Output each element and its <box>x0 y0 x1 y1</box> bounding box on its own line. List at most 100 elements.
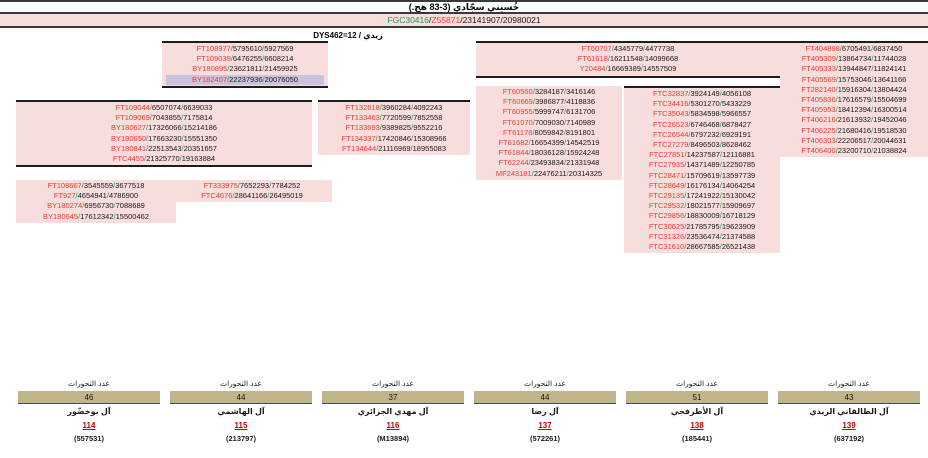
snp-token: 4345779 <box>613 44 644 53</box>
snp-token: 16718129 <box>721 211 756 221</box>
snp-token: / <box>640 64 644 74</box>
snp-row: FT61682/16654399/14542519 <box>480 138 618 148</box>
snp-row: MF243181/22476211/20314325 <box>480 169 618 179</box>
snp-token: FT133463 <box>345 113 380 123</box>
snp-token: 23621811 <box>229 64 263 74</box>
snp-token: / <box>871 115 874 125</box>
snp-token: 8059842 <box>534 127 564 137</box>
snp-row: FT405309/13864734/11744028 <box>784 54 924 64</box>
snp-token: / <box>835 115 838 125</box>
snp-token: / <box>532 127 535 137</box>
snp-token: / <box>719 221 722 231</box>
snp-row: FT132618/3960284/4092243 <box>322 103 466 113</box>
snp-token: 22237936 <box>229 74 263 84</box>
snp-token: / <box>688 129 691 139</box>
snp-row: FTC28471/15709619/13597739 <box>628 171 776 181</box>
snp-row: BY182407/22237936/20076050 <box>166 74 324 85</box>
snp-token: 15753046 <box>838 74 872 84</box>
family-name: آل الطالقاني الزيدي <box>809 407 889 416</box>
snp-token: FT134337 <box>341 133 376 143</box>
family-name: آل الأطرفجي <box>670 407 724 416</box>
snp-token: 6507074 <box>151 103 182 112</box>
snp-row: Y20484/16669389/14557509 <box>480 64 776 74</box>
snp-token: FT60560 <box>502 87 533 96</box>
snp-token: 8628462 <box>721 140 752 150</box>
snp-token: / <box>871 44 874 53</box>
snp-token: 4477738 <box>645 44 675 53</box>
snp-token: 15500462 <box>115 211 149 221</box>
snp-token: / <box>82 201 85 211</box>
snp-token: / <box>720 150 723 160</box>
snp-token: FT134644 <box>341 143 377 153</box>
snp-token: 22513543 <box>148 143 182 153</box>
family-id: 138 <box>690 421 704 430</box>
snp-token: 26495019 <box>269 191 303 201</box>
snp-row: FT282140/15916304/13804424 <box>784 85 924 95</box>
snp-token: 11824141 <box>873 64 907 74</box>
snp-token: FTC31326 <box>648 231 685 241</box>
snp-token: / <box>684 160 687 170</box>
snp-token: / <box>719 191 722 201</box>
snp-token: 4092243 <box>413 103 443 112</box>
snp-token: / <box>719 119 722 129</box>
snp-token: 14237587 <box>686 150 720 160</box>
snp-token: / <box>564 87 567 96</box>
snp-token: 7784252 <box>271 181 301 190</box>
snp-token: FT405836 <box>801 95 836 105</box>
snp-token: FT405953 <box>801 105 836 115</box>
snp-token: / <box>871 135 874 145</box>
snp-token: FTC27935 <box>648 160 685 170</box>
snp-token: BY180895 <box>192 64 228 74</box>
snp-token: 17420846 <box>377 133 412 143</box>
snp-token: 5834598 <box>690 109 720 119</box>
header-haplogroup-code-bar: FGC30416/Z55871/23141907/20980021 <box>0 14 928 28</box>
snp-token: / <box>719 99 722 109</box>
mutation-count: 51 <box>626 391 768 404</box>
snp-row: FTC35043/5834598/5966557 <box>628 109 776 119</box>
snp-token: 16669389 <box>607 64 641 74</box>
snp-token: 18036128 <box>530 148 565 158</box>
snp-token: FT404898 <box>805 44 840 53</box>
snp-token: / <box>605 64 608 74</box>
snp-token: FT61070 <box>502 117 533 127</box>
snp-token: 22476211 <box>533 168 567 178</box>
snp-row: FT133693/9389825/9552216 <box>322 123 466 133</box>
snp-token: / <box>532 107 535 117</box>
snp-row: FT133463/7720599/7852558 <box>322 113 466 123</box>
snp-token: BY182407 <box>192 74 228 84</box>
snp-token: / <box>411 113 414 123</box>
snp-token: 20314325 <box>568 168 603 178</box>
snp-row: FTC27279/8496503/8628462 <box>628 140 776 150</box>
snp-token: 5301270 <box>690 99 720 109</box>
snp-token: / <box>227 64 230 74</box>
snp-token: / <box>871 125 874 135</box>
snp-token: / <box>113 201 116 211</box>
snp-token: BY180274 <box>47 201 83 211</box>
snp-row: FT333975/7652293/7784252 <box>176 181 328 191</box>
snp-token: 16176134 <box>686 180 720 190</box>
snp-token: 5795610 <box>232 44 263 53</box>
snp-token: 21038824 <box>873 146 907 156</box>
snp-token: 3924149 <box>690 89 720 98</box>
snp-token: 26521438 <box>721 242 756 252</box>
summary-column-4: عدد التحورات 51 آل الأطرفجي 138 (185441) <box>626 378 768 445</box>
snp-token: 21459925 <box>264 64 298 74</box>
snp-token: FT61682 <box>498 138 529 148</box>
snp-token: 4056108 <box>721 89 752 98</box>
snp-token: 15214186 <box>183 123 217 133</box>
page-title: خُسيني سجّادي (3-83 هج.) <box>408 2 520 12</box>
snp-token: FT60707 <box>581 44 612 53</box>
snp-token: 21116969 <box>378 143 411 153</box>
snp-token: / <box>839 44 842 53</box>
snp-token: 21613932 <box>837 115 872 125</box>
snp-token: / <box>719 211 722 221</box>
snp-token: / <box>719 89 722 98</box>
snp-token: FTC34416 <box>652 99 689 109</box>
snp-token: / <box>688 119 691 129</box>
snp-token: 14371489 <box>686 160 720 170</box>
snp-row: FT927/4654941/4786900 <box>20 191 172 201</box>
snp-token: / <box>607 54 610 64</box>
snp-row: FT405953/18412394/16300514 <box>784 105 924 115</box>
snp-token: 21785795 <box>686 221 720 231</box>
